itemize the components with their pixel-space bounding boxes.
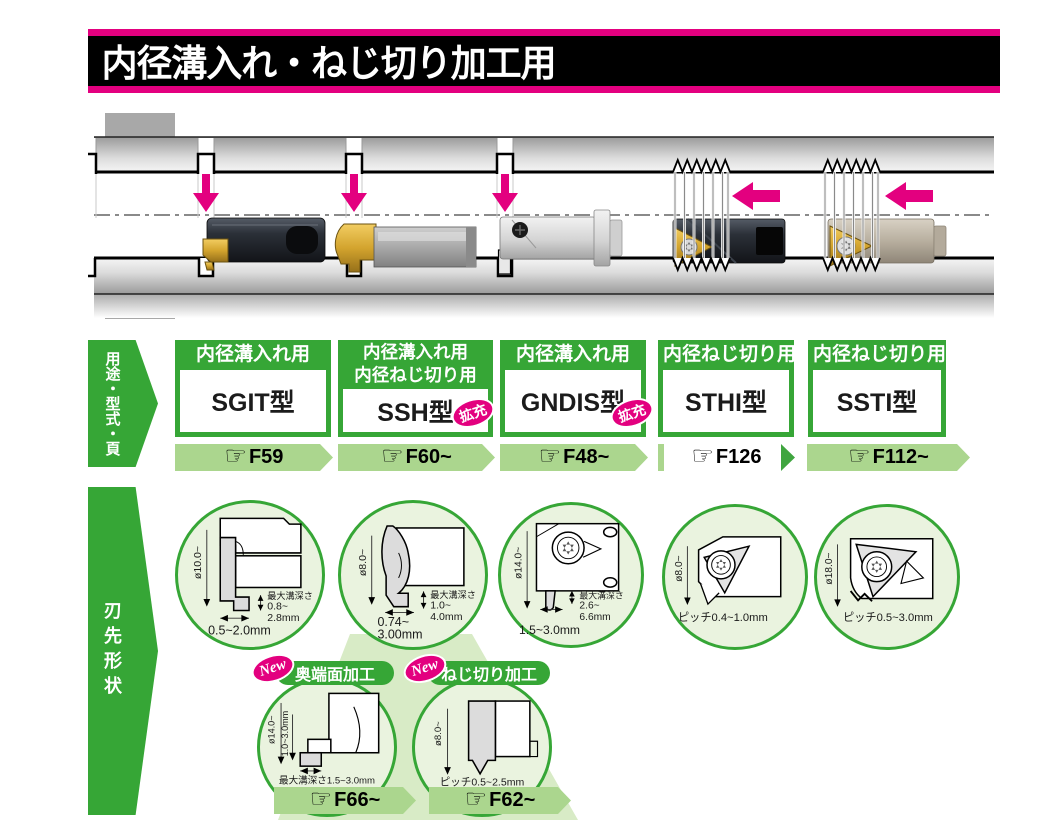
pointing-hand-icon: ☞ [224,442,247,470]
diameter-label: ø8.0~ [433,721,444,746]
groove-width-min: 0.74~ [377,615,409,629]
page-ref-label: F48~ [563,446,610,468]
tool-photo-sgit [202,217,326,271]
depth-min: 0.8~ [267,601,288,613]
thread-zones [672,157,882,273]
pointing-hand-icon: ☞ [309,785,333,813]
tip-shape-diagram-rear-face: ø14.0~ 1.0~3.0mm 最大溝深さ1.5~3.0mm [266,692,380,786]
diameter-label: ø10.0~ [192,546,204,579]
page-ref-label: F62~ [489,789,536,811]
diameter-label: ø14.0~ [514,547,525,579]
tip-shape-sgit: ø10.0~ 0.5~2.0mm 最大溝深さ 0.8~ 2.8mm [175,500,325,650]
page-ref-f66[interactable]: ☞ F66~ [274,787,416,814]
groove-width-label: 1.0~3.0mm [280,711,290,757]
tip-shape-diagram-ssh: ø8.0~ 0.74~ 3.00mm 最大溝深さ 1.0~ 4.0mm [357,525,476,641]
type-box-sgit: 内径溝入れ用 SGIT型 [175,340,331,437]
sidebar-usage-type-page: 用途・型式・頁 [88,340,158,467]
depth-min: 1.0~ [430,600,451,612]
type-box-sthi: 内径ねじ切り用 STHI型 [658,340,797,437]
sidebar-tip-shape: 刃先形状 [88,487,158,815]
groove-notches [88,136,515,278]
tool-photo-ssh [334,223,477,273]
usage-type-page-label: 用途・型式・頁 [103,351,121,456]
page-ref-f112[interactable]: ☞ F112~ [807,444,970,471]
pointing-hand-icon: ☞ [691,442,714,470]
pitch-label: ピッチ0.5~2.5mm [440,776,525,788]
variant-title-threading: ねじ切り加工 [428,661,550,685]
type-box-header: 内径溝入れ用 [515,344,630,365]
pointing-hand-icon: ☞ [538,442,562,470]
groove-width-max: 3.00mm [377,627,422,641]
diameter-label: ø8.0~ [674,555,685,582]
pitch-label: ピッチ0.5~3.0mm [843,611,933,624]
type-box-ssti: 内径ねじ切り用 SSTI型 [808,340,946,437]
type-box-header: 内径溝入れ用 内径ねじ切り用 [354,342,477,386]
page-ref-label: F60~ [405,446,452,468]
depth-max: 6.6mm [579,612,610,623]
type-box-header: 内径溝入れ用 [195,344,310,365]
page-title: 内径溝入れ・ねじ切り加工用 [101,43,557,84]
tip-shape-diagram-sthi: ø8.0~ ピッチ0.4~1.0mm [674,536,782,624]
diameter-label: ø14.0~ [266,716,276,745]
bore-cross-section-illustration [88,113,994,319]
tool-photo-gndis [497,209,623,275]
page-ref-f59[interactable]: ☞ F59 [175,444,333,471]
tip-shape-diagram-ssti: ø18.0~ ピッチ0.5~3.0mm [824,537,934,624]
depth-title: 最大溝深さ [430,589,476,600]
diameter-label: ø18.0~ [824,552,835,584]
tip-shape-label: 刃先形状 [102,601,122,701]
pointing-hand-icon: ☞ [848,442,871,470]
pitch-label: ピッチ0.4~1.0mm [678,611,768,624]
page-ref-label: F112~ [872,446,929,468]
depth-min: 2.6~ [579,601,599,612]
tip-shape-diagram-gndis: ø14.0~ 1.5~3.0mm 最大溝深さ 2.6~ 6.6mm [514,522,624,637]
type-model-sthi: STHI型 [663,370,789,432]
page-ref-f48[interactable]: ☞ F48~ [500,444,648,471]
page-ref-f62[interactable]: ☞ F62~ [429,787,571,814]
tip-shape-ssh: ø8.0~ 0.74~ 3.00mm 最大溝深さ 1.0~ 4.0mm [338,500,488,650]
page-ref-f126[interactable]: ☞ F126 [658,444,795,471]
page-ref-label: F66~ [334,789,381,811]
tip-shape-sthi: ø8.0~ ピッチ0.4~1.0mm [662,504,808,650]
pointing-hand-icon: ☞ [464,785,488,813]
feed-arrows [193,174,933,212]
page-ref-label: F59 [248,446,284,468]
depth-title: 最大溝深さ [267,590,313,601]
type-model-ssti: SSTI型 [813,370,941,432]
variant-title-rear-face: 奥端面加工 [276,661,394,685]
depth-max: 2.8mm [267,612,299,624]
type-box-header: 内径ねじ切り用 [663,344,797,365]
page-ref-f60[interactable]: ☞ F60~ [338,444,495,471]
type-box-header: 内径ねじ切り用 [813,344,947,365]
page-ref-label: F126 [715,446,762,468]
tip-shape-gndis: ø14.0~ 1.5~3.0mm 最大溝深さ 2.6~ 6.6mm [498,502,644,648]
depth-max: 4.0mm [430,611,462,623]
groove-width-label: 1.5~3.0mm [519,623,580,637]
groove-width-label: 0.5~2.0mm [208,624,271,638]
pointing-hand-icon: ☞ [381,442,404,470]
page-header: 内径溝入れ・ねじ切り加工用 [88,29,1000,93]
diameter-label: ø8.0~ [357,549,369,576]
tip-shape-ssti: ø18.0~ ピッチ0.5~3.0mm [814,504,960,650]
depth-title: 最大溝深さ [579,589,623,600]
type-model-sgit: SGIT型 [180,370,326,432]
tip-shape-diagram-sgit: ø10.0~ 0.5~2.0mm 最大溝深さ 0.8~ 2.8mm [192,517,313,638]
depth-label: 最大溝深さ1.5~3.0mm [279,774,375,786]
tip-shape-diagram-threading: ø8.0~ ピッチ0.5~2.5mm [433,700,539,788]
